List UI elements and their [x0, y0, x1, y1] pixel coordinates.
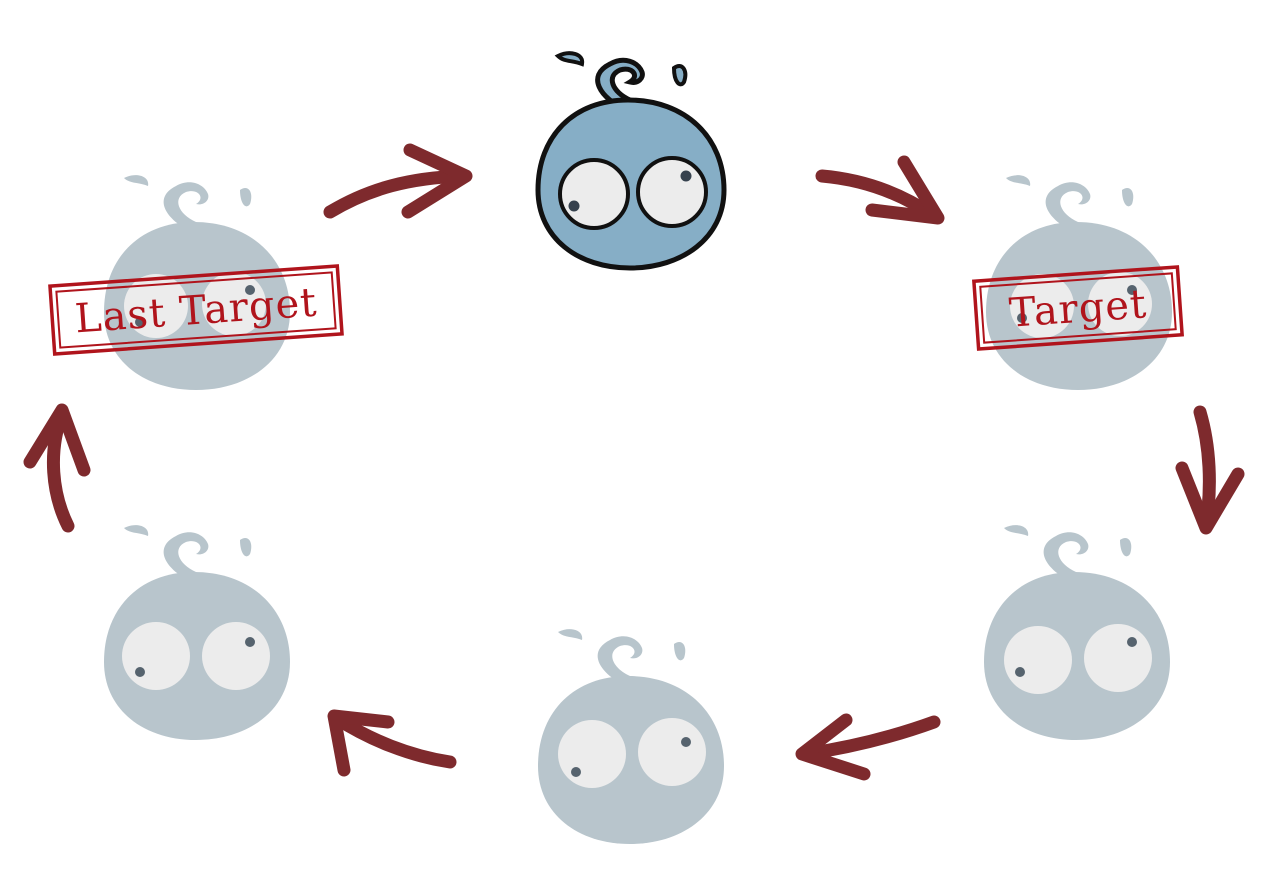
blob-creature-active [538, 51, 724, 268]
arrow-right-upper-to-right-lower [1175, 405, 1245, 535]
blob-creature-left-upper [104, 175, 290, 390]
arrow-right-lower-to-bottom [795, 713, 941, 781]
blob-creature-right-lower [984, 525, 1170, 740]
pupil-left [568, 200, 580, 212]
eye-left [558, 158, 630, 230]
target-label: Target [1008, 281, 1149, 337]
arrow-left-lower-to-left-upper [23, 403, 91, 533]
arrow-left-upper-to-top [323, 143, 473, 219]
arrow-top-to-right-upper [815, 155, 945, 225]
blob-creature-right-upper [986, 175, 1172, 390]
blob-creature-left-lower [104, 525, 290, 740]
arrow-group [23, 143, 1245, 781]
eye-right [636, 156, 708, 228]
arrow-bottom-to-left-lower [327, 709, 457, 777]
pupil-right [680, 170, 692, 182]
stamp-target: Target [972, 265, 1184, 351]
blob-creature-bottom [538, 629, 724, 844]
